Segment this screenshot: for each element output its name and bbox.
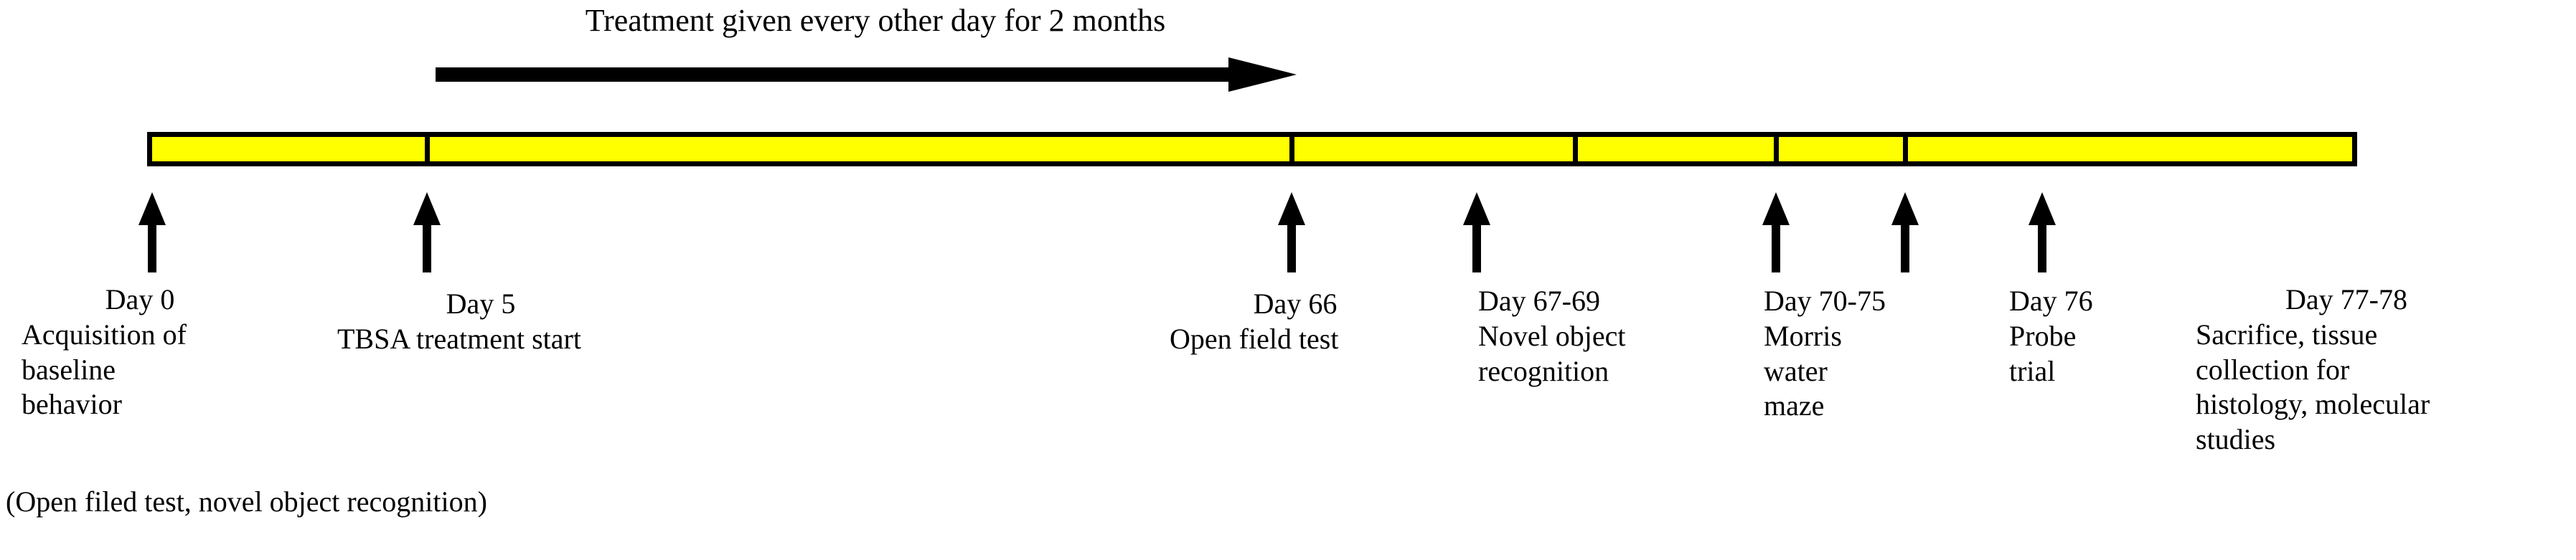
milestone-day-day-5: Day 5: [446, 288, 516, 320]
milestone-detail-line: Probe: [2009, 319, 2077, 352]
milestone-day-day-67-69: Day 67-69: [1478, 285, 1600, 317]
timeline-segment-divider: [425, 132, 430, 166]
timeline-segment-divider: [1774, 132, 1779, 166]
milestone-detail-line: baseline: [22, 353, 116, 386]
milestone-detail-line: behavior: [22, 388, 122, 421]
milestone-detail-line: recognition: [1478, 354, 1609, 387]
treatment-span-arrow-icon: [436, 57, 1297, 92]
timeline-segment-divider: [1903, 132, 1908, 166]
milestone-detail-line: Novel object: [1478, 319, 1626, 352]
milestone-day-day-77-78: Day 77-78: [2285, 283, 2407, 315]
milestone-day-day-76: Day 76: [2009, 285, 2093, 317]
milestone-detail-line: water: [1764, 354, 1828, 387]
milestone-arrow-day-66: [1278, 192, 1305, 272]
timeline-segment-divider: [1289, 132, 1294, 166]
milestone-label-day-67-69: Day 67-69 Novel object recognition: [1478, 284, 1751, 389]
milestone-arrow-day-77-78: [2029, 192, 2056, 272]
study-timeline-bar: [147, 132, 2357, 166]
milestone-arrow-day-5: [413, 192, 441, 272]
milestone-day-day-0: Day 0: [105, 283, 175, 315]
milestone-arrow-day-76: [1891, 192, 1919, 272]
milestone-arrow-day-0: [138, 192, 166, 272]
milestone-detail-line: Sacrifice, tissue: [2196, 318, 2378, 351]
milestone-detail-line: histology, molecular: [2196, 388, 2430, 421]
milestone-detail-line: studies: [2196, 423, 2276, 456]
milestone-label-day-77-78: Day 77-78 Sacrifice, tissue collection f…: [2196, 283, 2576, 457]
milestone-label-day-66: Day 66 Open field test: [1170, 287, 1421, 357]
milestone-detail-line: Acquisition of: [22, 318, 187, 351]
baseline-tests-note: (Open filed test, novel object recogniti…: [6, 485, 487, 518]
milestone-detail-line: collection for: [2196, 353, 2350, 386]
milestone-detail-line: Open field test: [1170, 322, 1339, 355]
milestone-day-day-70-75: Day 70-75: [1764, 285, 1886, 317]
milestone-detail-line: maze: [1764, 389, 1825, 422]
milestone-label-day-0: Day 0 Acquisition of baseline behavior: [22, 283, 258, 422]
milestone-detail-line: trial: [2009, 354, 2056, 387]
treatment-caption: Treatment given every other day for 2 mo…: [585, 3, 1166, 38]
milestone-arrow-day-70-75: [1762, 192, 1790, 272]
milestone-detail-line: TBSA treatment start: [337, 322, 581, 355]
milestone-detail-line: Morris: [1764, 319, 1842, 352]
milestone-label-day-76: Day 76 Probe trial: [2009, 284, 2181, 389]
milestone-arrow-day-67-69: [1463, 192, 1490, 272]
milestone-label-day-70-75: Day 70-75 Morris water maze: [1764, 284, 1979, 424]
timeline-segment-divider: [1573, 132, 1578, 166]
milestone-label-day-5: Day 5 TBSA treatment start: [337, 287, 624, 357]
milestone-day-day-66: Day 66: [1253, 288, 1338, 320]
